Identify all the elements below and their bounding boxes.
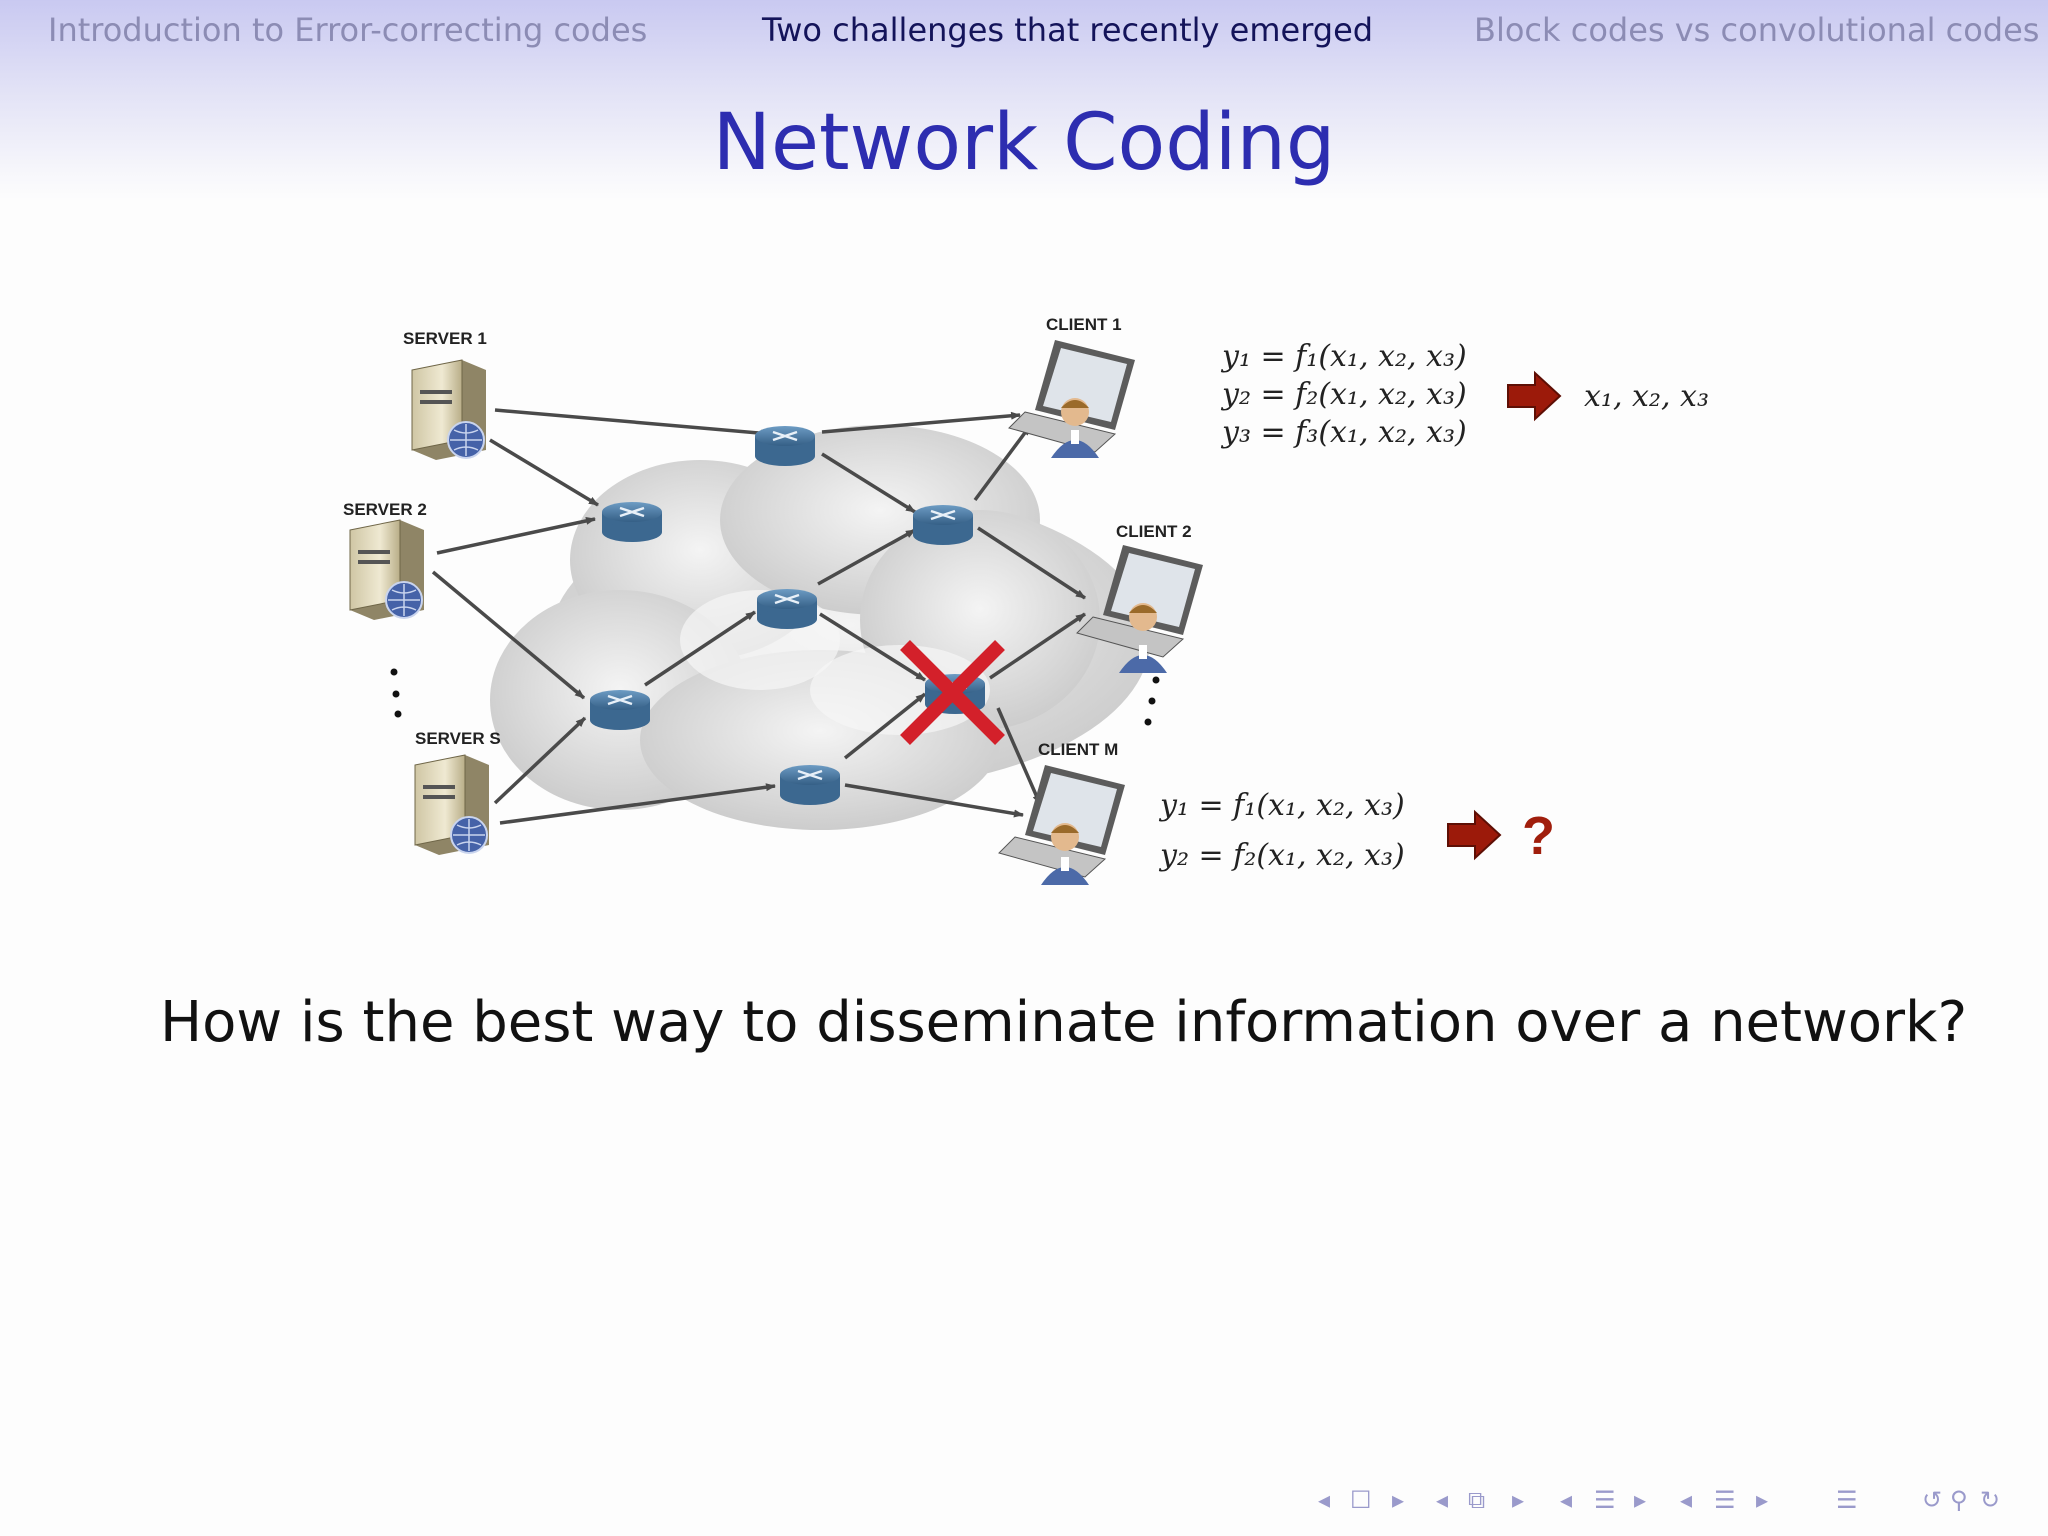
network-links [431, 408, 1086, 825]
client-m-label: CLIENT M [1038, 740, 1118, 759]
server-s-label: SERVER S [415, 729, 501, 748]
server-icon [411, 359, 486, 460]
server-1-label: SERVER 1 [403, 329, 487, 348]
laptop-user-icon [1076, 545, 1203, 673]
decode-arrow-icon [1507, 370, 1562, 422]
frame-next-icon[interactable]: ▸ [1392, 1486, 1405, 1514]
frame-prev-icon[interactable]: ◂ [1318, 1486, 1331, 1514]
router-icon [780, 765, 840, 805]
forward-icon[interactable]: ↻ [1980, 1486, 2001, 1514]
subsection-list-icon[interactable]: ☰ [1714, 1486, 1736, 1514]
client-1-label: CLIENT 1 [1046, 315, 1122, 334]
decoded-result-top: x₁, x₂, x₃ [1584, 379, 1709, 414]
subsection-next-icon[interactable]: ▸ [1512, 1486, 1525, 1514]
search-icon[interactable]: ⚲ [1950, 1486, 1968, 1514]
subsection-prev-icon[interactable]: ◂ [1680, 1486, 1693, 1514]
slide-title: Network Coding [712, 98, 1336, 188]
router-icon [757, 589, 817, 629]
laptop-user-icon [998, 765, 1125, 885]
undecodable-question-mark: ? [1522, 806, 1555, 866]
nav-section-block-vs-convolutional[interactable]: Block codes vs convolutional codes [1474, 11, 2040, 49]
slide-question: How is the best way to disseminate infor… [160, 990, 1968, 1055]
appendix-icon[interactable]: ☰ [1836, 1486, 1858, 1514]
router-icon [602, 502, 662, 542]
back-icon[interactable]: ↺ [1922, 1486, 1943, 1514]
equation-bottom-2: y₂ = f₂(x₁, x₂, x₃) [1158, 838, 1405, 873]
router-icon [590, 690, 650, 730]
router-icon [755, 426, 815, 466]
server-icon [414, 754, 489, 855]
frame-icon[interactable]: ☐ [1350, 1486, 1372, 1514]
subsection-icon[interactable]: ⧉ [1468, 1486, 1486, 1514]
router-icon [913, 505, 973, 545]
subsection-prev-icon[interactable]: ◂ [1436, 1486, 1449, 1514]
subsection-next-icon[interactable]: ▸ [1756, 1486, 1769, 1514]
failed-node-cross-icon [900, 640, 1005, 745]
clients-ellipsis [1144, 676, 1160, 726]
client-2-label: CLIENT 2 [1116, 522, 1192, 541]
server-2-label: SERVER 2 [343, 500, 427, 519]
nav-section-intro[interactable]: Introduction to Error-correcting codes [48, 11, 648, 49]
section-next-icon[interactable]: ▸ [1634, 1486, 1647, 1514]
server-icon [349, 519, 424, 620]
section-icon[interactable]: ☰ [1594, 1486, 1616, 1514]
laptop-user-icon [1008, 340, 1135, 458]
decode-arrow-icon [1447, 809, 1502, 861]
nav-section-challenges[interactable]: Two challenges that recently emerged [762, 11, 1374, 49]
equation-top-3: y₃ = f₃(x₁, x₂, x₃) [1220, 415, 1467, 450]
equation-bottom-1: y₁ = f₁(x₁, x₂, x₃) [1158, 788, 1405, 823]
section-prev-icon[interactable]: ◂ [1560, 1486, 1573, 1514]
servers-ellipsis [390, 668, 402, 718]
slide-header: Introduction to Error-correcting codes T… [0, 0, 2048, 200]
equation-top-2: y₂ = f₂(x₁, x₂, x₃) [1220, 377, 1467, 412]
equation-top-1: y₁ = f₁(x₁, x₂, x₃) [1220, 339, 1467, 374]
